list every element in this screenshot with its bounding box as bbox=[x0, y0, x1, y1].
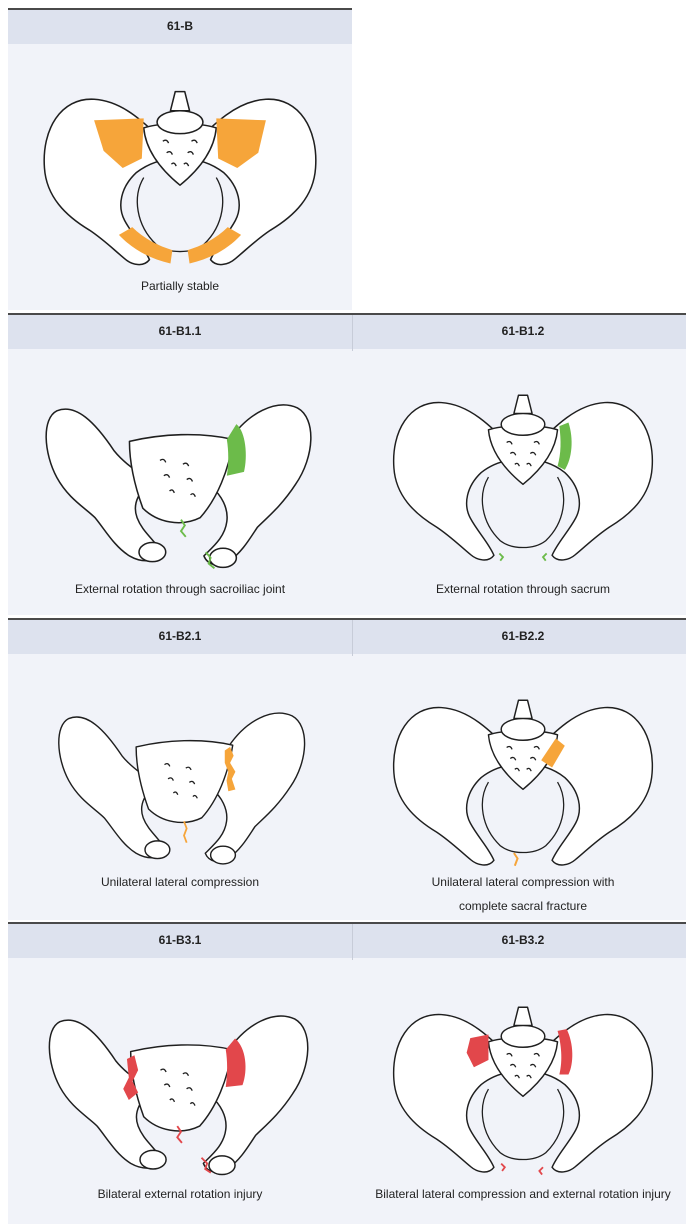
panel-caption: External rotation through sacroiliac joi… bbox=[75, 577, 285, 601]
panel-code: 61-B1.1 bbox=[159, 324, 202, 338]
injury-highlight bbox=[499, 553, 503, 560]
pelvis-illustration bbox=[36, 365, 326, 575]
panel-caption: Unilateral lateral compression with bbox=[432, 870, 615, 894]
panel-code: 61-B3.2 bbox=[502, 933, 545, 947]
panel-caption: Unilateral lateral compression bbox=[101, 870, 259, 894]
panel-61-b1: 61-B1.1 61-B1.2 External rotation throug… bbox=[8, 313, 686, 615]
panel-code: 61-B2.2 bbox=[502, 629, 545, 643]
injury-highlight bbox=[543, 553, 547, 560]
panel-header: 61-B1.1 61-B1.2 bbox=[8, 313, 686, 349]
header-divider bbox=[352, 620, 353, 656]
panel-61-b2: 61-B2.1 61-B2.2 Unilateral lateral compr… bbox=[8, 618, 686, 920]
pelvis-illustration bbox=[378, 980, 668, 1180]
pelvis-illustration bbox=[30, 63, 330, 273]
pelvis-illustration bbox=[378, 673, 668, 873]
panel-caption: Bilateral external rotation injury bbox=[98, 1182, 263, 1206]
pelvis-illustration bbox=[36, 977, 326, 1182]
header-divider bbox=[352, 924, 353, 960]
panel-caption: Partially stable bbox=[141, 274, 219, 298]
panel-code: 61-B bbox=[167, 19, 193, 33]
panel-caption: complete sacral fracture bbox=[459, 894, 587, 918]
injury-highlight bbox=[184, 821, 187, 842]
pelvis-illustration bbox=[378, 368, 668, 568]
panel-code: 61-B3.1 bbox=[159, 933, 202, 947]
header-divider bbox=[352, 315, 353, 351]
panel-code: 61-B1.2 bbox=[502, 324, 545, 338]
injury-highlight bbox=[539, 1167, 543, 1174]
panel-header: 61-B bbox=[8, 8, 352, 44]
panel-header: 61-B3.1 61-B3.2 bbox=[8, 922, 686, 958]
panel-header: 61-B2.1 61-B2.2 bbox=[8, 618, 686, 654]
panel-code: 61-B2.1 bbox=[159, 629, 202, 643]
panel-caption: Bilateral lateral compression and extern… bbox=[375, 1182, 670, 1206]
panel-caption: External rotation through sacrum bbox=[436, 577, 610, 601]
injury-highlight bbox=[514, 853, 518, 866]
panel-61-b3: 61-B3.1 61-B3.2 Bilateral external rotat… bbox=[8, 922, 686, 1224]
panel-61-b: 61-B Partially stable bbox=[8, 8, 352, 310]
injury-highlight bbox=[501, 1164, 505, 1171]
pelvis-illustration bbox=[44, 676, 324, 871]
